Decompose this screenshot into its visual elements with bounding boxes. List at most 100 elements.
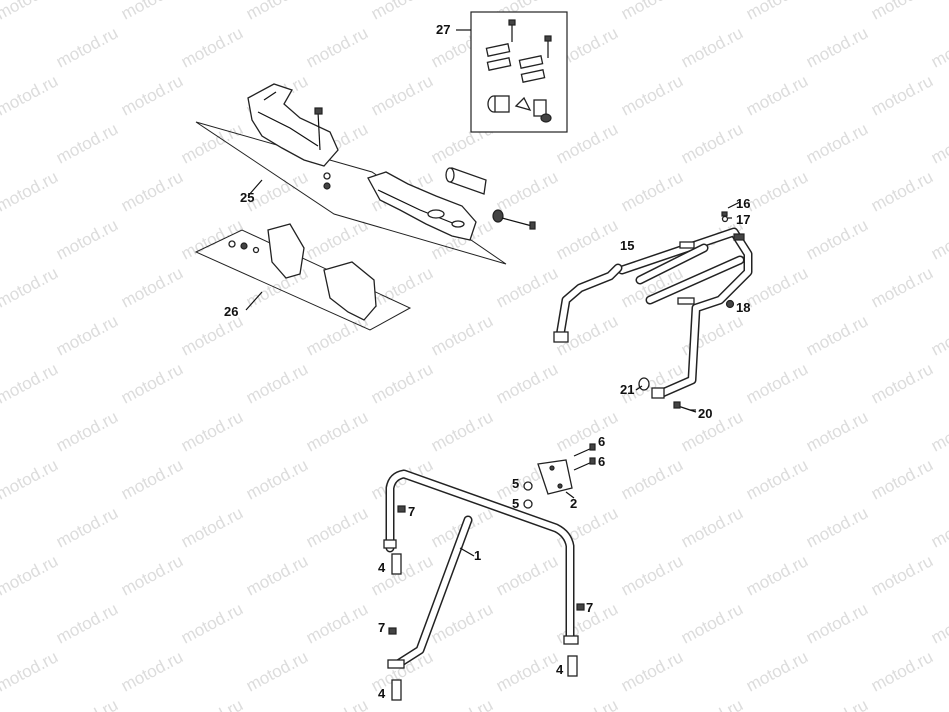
- callout-7-right: 7: [586, 600, 593, 615]
- callout-4-left-bottom: 4: [378, 686, 386, 701]
- watermark-text: motod.ru: [928, 311, 949, 359]
- watermark-text: motod.ru: [493, 359, 561, 407]
- watermark-text: motod.ru: [243, 551, 311, 599]
- watermark-text: motod.ru: [868, 647, 936, 695]
- watermark-text: motod.ru: [118, 263, 186, 311]
- watermark-text: motod.ru: [368, 551, 436, 599]
- watermark-text: motod.ru: [743, 647, 811, 695]
- watermark-text: motod.ru: [0, 455, 61, 503]
- watermark-text: motod.ru: [0, 359, 61, 407]
- watermark-text: motod.ru: [618, 167, 686, 215]
- callout-labels: 27 25 26 15 16 17 18 21 20 6 6 5 5 2 1 7…: [224, 22, 750, 701]
- watermark-text: motod.ru: [743, 0, 811, 24]
- watermark-text: motod.ru: [553, 695, 621, 712]
- watermark-text: motod.ru: [803, 215, 871, 263]
- callout-1: 1: [474, 548, 481, 563]
- watermark-text: motod.ru: [553, 215, 621, 263]
- watermark-text: motod.ru: [743, 551, 811, 599]
- callout-4-right: 4: [556, 662, 564, 677]
- watermark-text: motod.ru: [303, 23, 371, 71]
- watermark-text: motod.ru: [803, 599, 871, 647]
- watermark-text: motod.ru: [928, 599, 949, 647]
- watermark-text: motod.ru: [303, 215, 371, 263]
- watermark-text: motod.ru: [243, 359, 311, 407]
- watermark-text: motod.ru: [178, 503, 246, 551]
- parts-kit-27: [456, 11, 568, 133]
- watermark-text: motod.ru: [0, 71, 61, 119]
- callout-6-lower: 6: [598, 454, 605, 469]
- watermark-text: motod.ru: [243, 647, 311, 695]
- watermark-text: motod.ru: [743, 263, 811, 311]
- watermark-text: motod.ru: [928, 503, 949, 551]
- watermark-text: motod.ru: [868, 551, 936, 599]
- watermark-text: motod.ru: [178, 23, 246, 71]
- watermark-text: motod.ru: [678, 503, 746, 551]
- watermark-text: motod.ru: [803, 503, 871, 551]
- callout-25: 25: [240, 190, 254, 205]
- watermark-text: motod.ru: [118, 167, 186, 215]
- watermark-text: motod.ru: [368, 71, 436, 119]
- watermark-text: motod.ru: [178, 407, 246, 455]
- watermark-text: motod.ru: [118, 551, 186, 599]
- watermark-text: motod.ru: [743, 359, 811, 407]
- callout-21: 21: [620, 382, 634, 397]
- watermark-text: motod.ru: [428, 695, 496, 712]
- callout-17: 17: [736, 212, 750, 227]
- watermark-text: motod.ru: [118, 71, 186, 119]
- watermark-text: motod.ru: [368, 0, 436, 24]
- watermark-text: motod.ru: [53, 119, 121, 167]
- callout-2: 2: [570, 496, 577, 511]
- callout-15: 15: [620, 238, 634, 253]
- watermark-text: motod.ru: [428, 407, 496, 455]
- watermark-text: motod.ru: [803, 407, 871, 455]
- callout-4-left-top: 4: [378, 560, 386, 575]
- watermark-text: motod.ru: [678, 119, 746, 167]
- watermark-text: motod.ru: [0, 263, 61, 311]
- callout-20: 20: [698, 406, 712, 421]
- watermark-text: motod.ru: [303, 599, 371, 647]
- callout-5-upper: 5: [512, 476, 519, 491]
- watermark-text: motod.ru: [53, 215, 121, 263]
- covers-26: [194, 223, 412, 331]
- callout-6-upper: 6: [598, 434, 605, 449]
- watermark-text: motod.ru: [678, 23, 746, 71]
- watermark-text: motod.ru: [803, 695, 871, 712]
- watermark-text: motod.ru: [868, 455, 936, 503]
- watermark-text: motod.ru: [243, 0, 311, 24]
- watermark-text: motod.ru: [368, 359, 436, 407]
- callout-18: 18: [736, 300, 750, 315]
- watermark-text: motod.ru: [928, 695, 949, 712]
- watermark-text: motod.ru: [493, 551, 561, 599]
- watermark-text: motod.ru: [678, 695, 746, 712]
- watermark-text: motod.ru: [53, 311, 121, 359]
- watermark-text: motod.ru: [803, 119, 871, 167]
- callout-26: 26: [224, 304, 238, 319]
- watermark-text: motod.ru: [178, 695, 246, 712]
- watermark-text: motod.ru: [118, 647, 186, 695]
- watermark-text: motod.ru: [178, 215, 246, 263]
- watermark-text: motod.ru: [118, 359, 186, 407]
- watermark-text: motod.ru: [618, 0, 686, 24]
- callout-16: 16: [736, 196, 750, 211]
- watermark-text: motod.ru: [618, 455, 686, 503]
- watermark-text: motod.ru: [493, 647, 561, 695]
- watermark-text: motod.ru: [928, 119, 949, 167]
- watermark-text: motod.ru: [743, 71, 811, 119]
- watermark-text: motod.ru: [428, 311, 496, 359]
- luggage-rack-15: [553, 211, 753, 413]
- watermark-text: motod.ru: [618, 551, 686, 599]
- watermark-text: motod.ru: [928, 407, 949, 455]
- watermark-text: motod.ru: [243, 455, 311, 503]
- watermark-text: motod.ru: [928, 215, 949, 263]
- watermark-text: motod.ru: [53, 599, 121, 647]
- watermark-text: motod.ru: [0, 647, 61, 695]
- watermark-text: motod.ru: [493, 167, 561, 215]
- callout-7-left-bottom: 7: [378, 620, 385, 635]
- watermark-text: motod.ru: [618, 71, 686, 119]
- watermark-text: motod.ru: [678, 599, 746, 647]
- watermark-text: motod.ru: [743, 455, 811, 503]
- watermark-text: motod.ru: [868, 0, 936, 24]
- watermark-text: motod.ru: [678, 311, 746, 359]
